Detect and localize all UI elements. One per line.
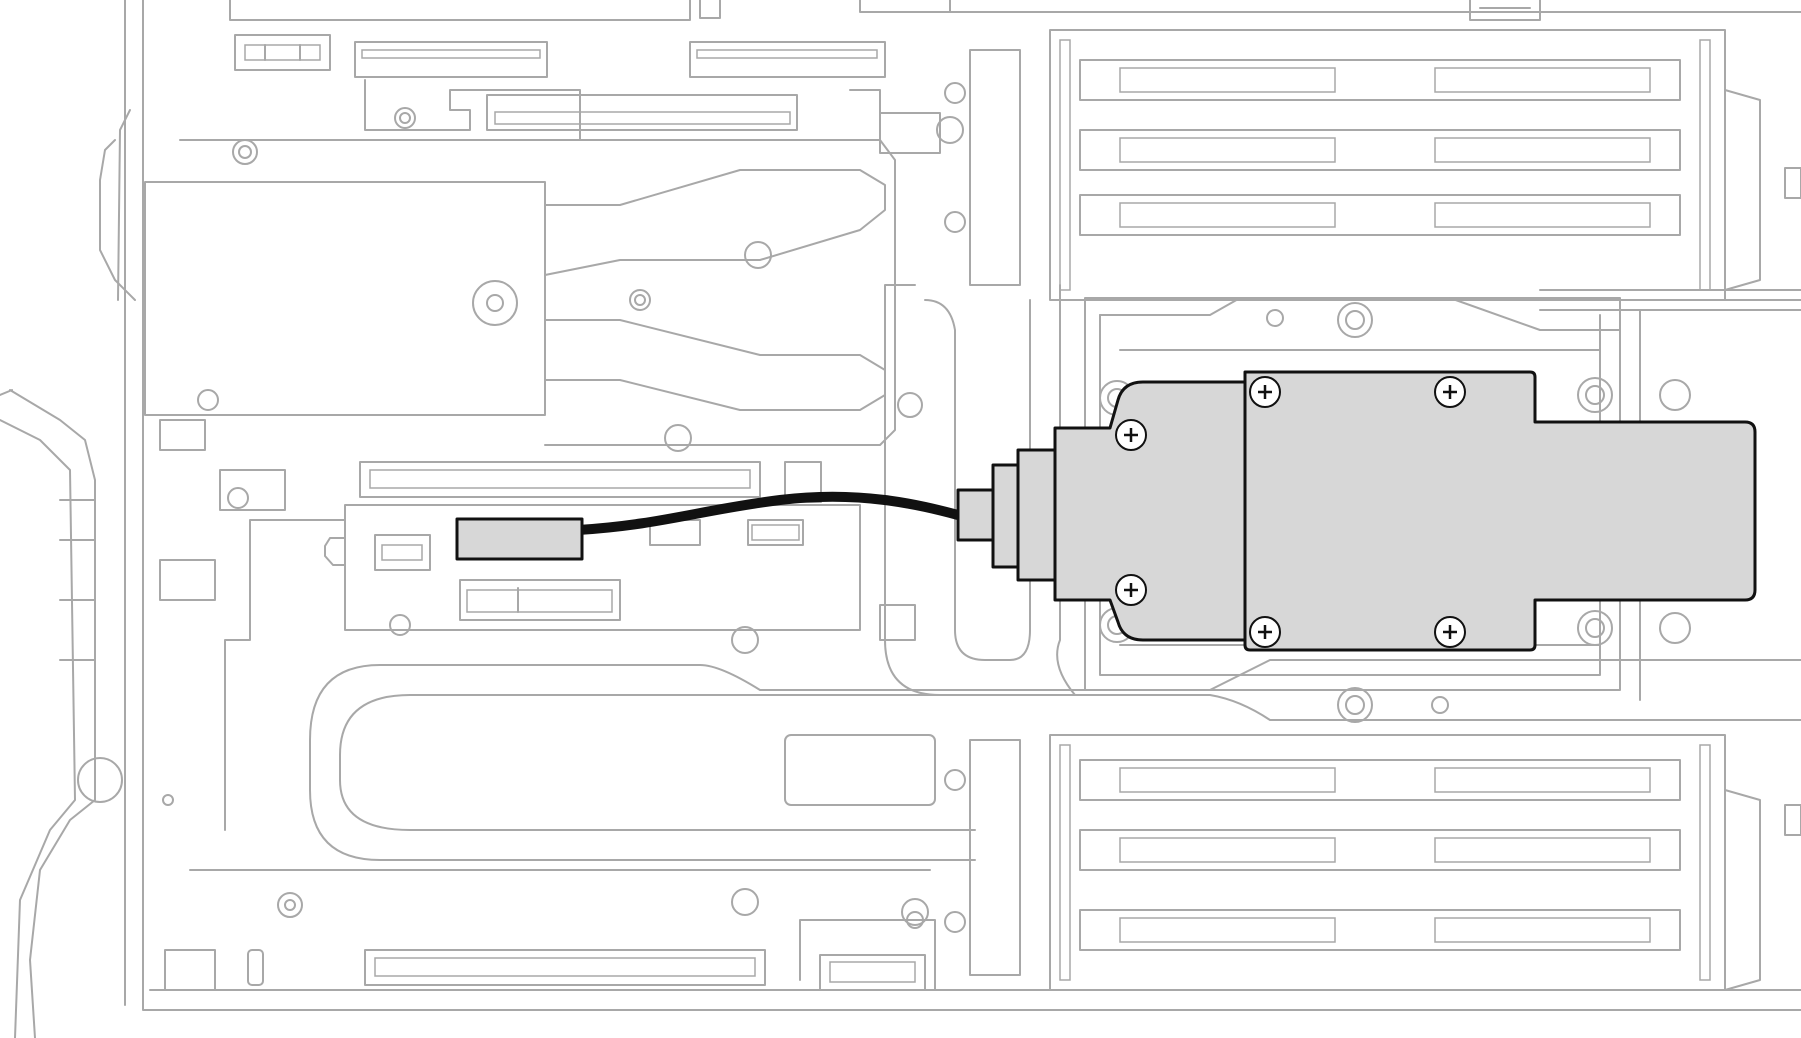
top-connectors (234, 34, 941, 154)
captive-screw (1249, 376, 1281, 408)
system-board-left (219, 461, 916, 831)
highlighted-module (956, 370, 1757, 652)
captive-screw (1115, 574, 1147, 606)
captive-screw (1434, 616, 1466, 648)
bottom-connectors (247, 892, 936, 991)
memory-slots-top (936, 29, 1801, 311)
highlighted-connector (455, 517, 584, 561)
left-handle (0, 109, 216, 1038)
captive-screw (1115, 419, 1147, 451)
captive-screw (1434, 376, 1466, 408)
memory-slots-bottom (731, 734, 1801, 991)
captive-screw (1249, 616, 1281, 648)
processor-heatsink (144, 139, 923, 452)
highlighted-cable (573, 491, 963, 535)
coolant-tubes (309, 284, 1801, 861)
